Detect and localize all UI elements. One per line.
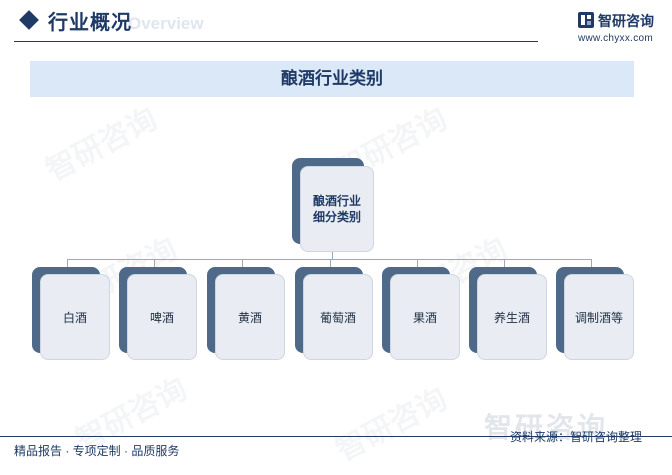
child-node-label: 啤酒 [149, 310, 174, 325]
header-divider [14, 41, 538, 42]
branch-line-4 [330, 259, 331, 267]
child-node-yangshengjiu: 养生酒 [477, 274, 547, 360]
child-node-label: 葡萄酒 [319, 310, 356, 325]
watermark-6: 智研咨询 [330, 382, 453, 468]
child-node-tiaozhijiu: 调制酒等 [564, 274, 634, 360]
footer-source: 资料来源：智研咨询整理 [510, 430, 643, 444]
branch-line-5 [417, 259, 418, 267]
footer-watermark: 智研咨询 [484, 412, 609, 443]
logo-name: 智研咨询 [598, 13, 654, 29]
footer-slogan: 精品报告 · 专项定制 · 品质服务 [14, 444, 180, 458]
logo-icon [578, 12, 594, 28]
watermark-1: 智研咨询 [40, 102, 163, 188]
root-node: 酿酒行业细分类别 [300, 166, 374, 252]
page-title: 行业概况 [48, 12, 132, 34]
child-node-label: 白酒 [62, 310, 87, 325]
child-node-label: 果酒 [412, 310, 437, 325]
horizontal-connector [67, 259, 591, 260]
child-node-putaojiu: 葡萄酒 [303, 274, 373, 360]
child-node-label: 养生酒 [493, 310, 530, 325]
branch-line-7 [591, 259, 592, 267]
footer-divider [0, 436, 672, 437]
branch-line-6 [504, 259, 505, 267]
child-node-label: 调制酒等 [574, 310, 623, 325]
root-node-label: 酿酒行业细分类别 [312, 194, 361, 224]
child-node-baijiu: 白酒 [40, 274, 110, 360]
child-node-label: 黄酒 [237, 310, 262, 325]
header-diamond-icon [19, 10, 39, 30]
header-overview-text: Overview [128, 14, 204, 33]
logo-url: www.chyxx.com [578, 33, 654, 44]
child-node-guojiu: 果酒 [390, 274, 460, 360]
root-stem-line [332, 248, 333, 259]
branch-line-3 [242, 259, 243, 267]
child-node-pijiu: 啤酒 [127, 274, 197, 360]
branch-line-2 [154, 259, 155, 267]
banner-background [30, 61, 634, 97]
banner-title: 酿酒行业类别 [281, 69, 383, 88]
child-node-huangjiu: 黄酒 [215, 274, 285, 360]
branch-line-1 [67, 259, 68, 267]
